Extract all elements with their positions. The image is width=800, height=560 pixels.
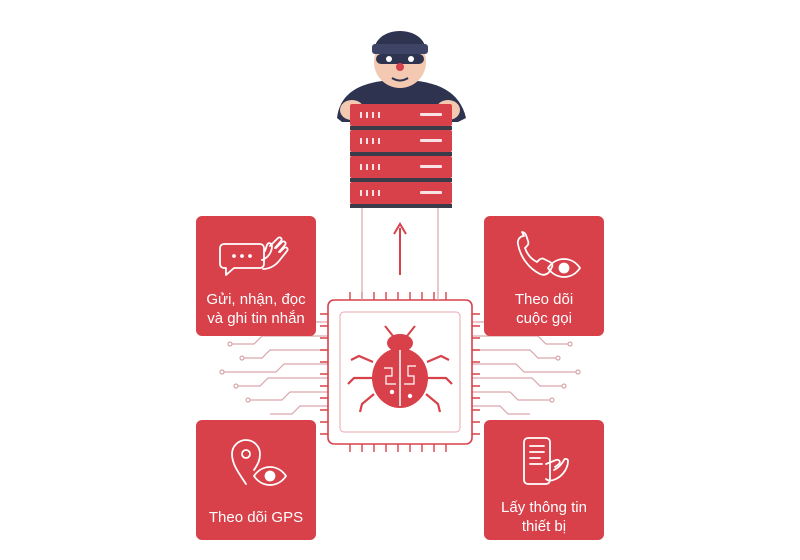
phone-eye-icon bbox=[516, 231, 581, 278]
arrow-up-icon bbox=[393, 222, 407, 275]
bug-icon bbox=[347, 325, 453, 413]
chat-hand-icon bbox=[219, 236, 289, 276]
circuit-traces-right bbox=[470, 321, 581, 415]
server-stack-icon bbox=[350, 104, 452, 208]
card-gps-label: Theo dõi GPS bbox=[208, 509, 304, 526]
data-channel bbox=[361, 205, 439, 300]
location-eye-icon bbox=[231, 439, 287, 486]
card-gps: Theo dõi GPS bbox=[196, 420, 316, 540]
phone-hand-icon bbox=[523, 437, 569, 485]
circuit-traces-left bbox=[219, 321, 330, 415]
